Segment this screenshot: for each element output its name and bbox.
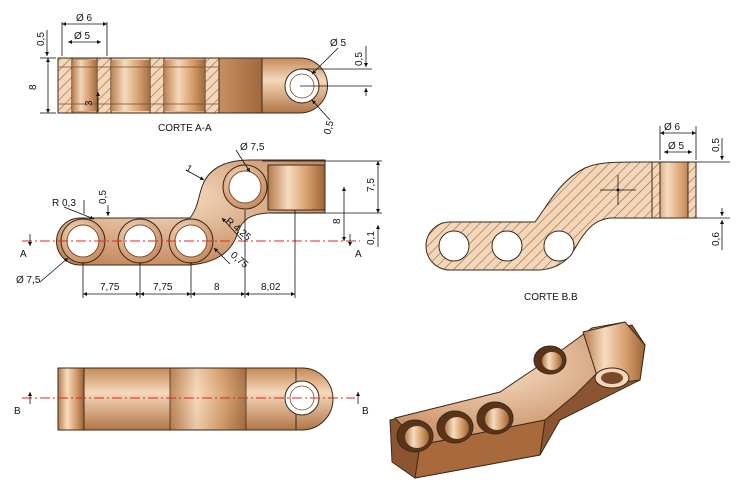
dim-front-offset: 0,75: [228, 250, 250, 271]
dim-front-r-small: R 0,3: [52, 198, 76, 209]
isometric-view: [389, 321, 646, 479]
dim-front-thick: 1: [184, 163, 195, 176]
dim-top-d-outer: Ø 6: [76, 13, 93, 24]
dim-top-hole: Ø 5: [330, 38, 347, 49]
dim-b-t-bottom: 0,6: [711, 232, 722, 246]
section-mark-a-left: A: [20, 249, 27, 260]
dim-b-t-top: 0,5: [711, 138, 722, 152]
section-mark-b-right: B: [362, 406, 369, 417]
caption-corte-b: CORTE B.B: [524, 292, 578, 303]
hatch-wall-3: [149, 57, 165, 114]
section-b-body: [425, 161, 653, 271]
dim-top-chamfer: 0,5: [322, 119, 336, 136]
dim-pitch-1: 7,75: [100, 282, 120, 293]
top-view-section-a: Ø 6 Ø 5 0,5 8 3 Ø 5 0,5 0,5 CORTE A-A: [28, 13, 372, 136]
dim-top-t: 0,5: [36, 32, 47, 46]
dim-front-hole-top: Ø 7,5: [240, 142, 265, 153]
front-view: R 0,3 0,5 1 Ø 7,5 R 4,25 0,75 Ø 7,5 7,5 …: [16, 142, 382, 298]
dim-front-d-left: Ø 7,5: [16, 275, 41, 286]
dim-top-right-t: 0,5: [354, 52, 365, 66]
dim-top-d-inner: Ø 5: [74, 31, 91, 42]
dim-front-h-side: 8: [332, 218, 343, 224]
caption-corte-a: CORTE A-A: [158, 123, 212, 134]
dim-front-gap: 0,1: [366, 231, 377, 245]
dim-pitch-3: 8: [214, 282, 220, 293]
dim-pitch-4: 8,02: [261, 282, 281, 293]
section-b-view: Ø 6 Ø 5 0,5 0,6 CORTE B.B: [425, 122, 730, 303]
section-mark-b-left: B: [14, 406, 21, 417]
hatch-wall-4: [204, 57, 220, 114]
bottom-view: B B: [14, 367, 369, 431]
hatch-wall-1: [57, 57, 73, 114]
dim-front-h-total: 7,5: [366, 178, 377, 192]
dim-b-d-outer: Ø 6: [664, 122, 681, 133]
dim-top-height: 8: [28, 84, 39, 90]
dim-b-d-inner: Ø 5: [668, 141, 685, 152]
hatch-wall-2: [96, 57, 112, 114]
section-mark-a-right: A: [355, 249, 362, 260]
front-view-boss: [267, 164, 326, 211]
dim-front-top-t: 0,5: [98, 190, 109, 204]
dim-pitch-2: 7,75: [153, 282, 173, 293]
dim-top-slot: 3: [84, 100, 95, 106]
